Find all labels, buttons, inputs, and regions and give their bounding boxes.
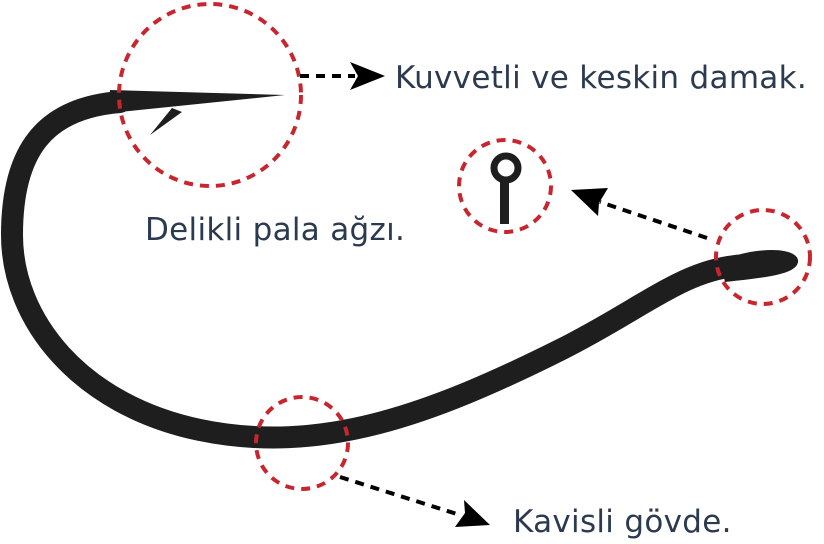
point-arrowhead-icon	[350, 62, 385, 90]
hook-point	[110, 90, 285, 113]
bend-label: Kavisli gövde.	[513, 504, 732, 540]
eye-arrowhead-icon	[571, 188, 608, 216]
hook-eye-end	[720, 250, 799, 282]
hook-barb	[150, 108, 182, 135]
bend-arrow-line	[339, 475, 461, 517]
bend-arrowhead-icon	[455, 500, 490, 527]
eye-highlight-circle	[457, 138, 553, 234]
hook-eye-icon	[490, 152, 522, 224]
fishing-hook-icon	[0, 90, 799, 449]
bend-highlight-circle	[254, 395, 350, 491]
point-highlight-circle	[117, 2, 303, 188]
eye-arrow-line	[599, 200, 708, 240]
point-label: Kuvvetli ve keskin damak.	[395, 60, 808, 96]
eye-label: Delikli pala ağzı.	[145, 212, 406, 248]
shank-highlight-circle	[714, 208, 812, 306]
